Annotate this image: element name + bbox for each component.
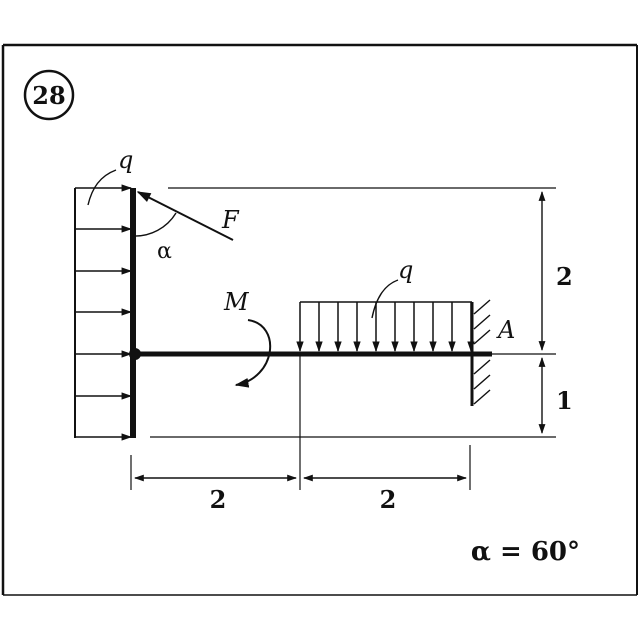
force-label: F [221, 206, 240, 234]
dim-vertical-upper: 2 [556, 262, 573, 291]
dim-horizontal-left: 2 [210, 485, 227, 514]
dim-vertical-lower: 1 [556, 386, 573, 415]
frame-border [1, 43, 638, 596]
problem-number-badge: 28 [23, 69, 75, 121]
angle-alpha: α [132, 212, 177, 264]
horizontal-dimensions: 2 2 [134, 474, 467, 514]
joint [129, 348, 141, 360]
q-top-label: q [398, 256, 413, 284]
force-f: F [136, 191, 240, 241]
support-label: A [496, 316, 515, 344]
vertical-dimensions: 2 1 [538, 191, 573, 434]
problem-number: 28 [32, 81, 65, 110]
top-distributed-load: q [296, 256, 475, 353]
angle-label: α [157, 239, 172, 264]
extension-lines [130, 187, 556, 490]
moment-label: M [223, 288, 250, 316]
left-distributed-load: q [74, 146, 133, 441]
moment-m: M [223, 288, 272, 388]
q-left-label: q [118, 146, 133, 174]
given-angle: α = 60° [471, 537, 580, 567]
dim-horizontal-right: 2 [380, 485, 397, 514]
fixed-support-a: A [470, 299, 515, 406]
